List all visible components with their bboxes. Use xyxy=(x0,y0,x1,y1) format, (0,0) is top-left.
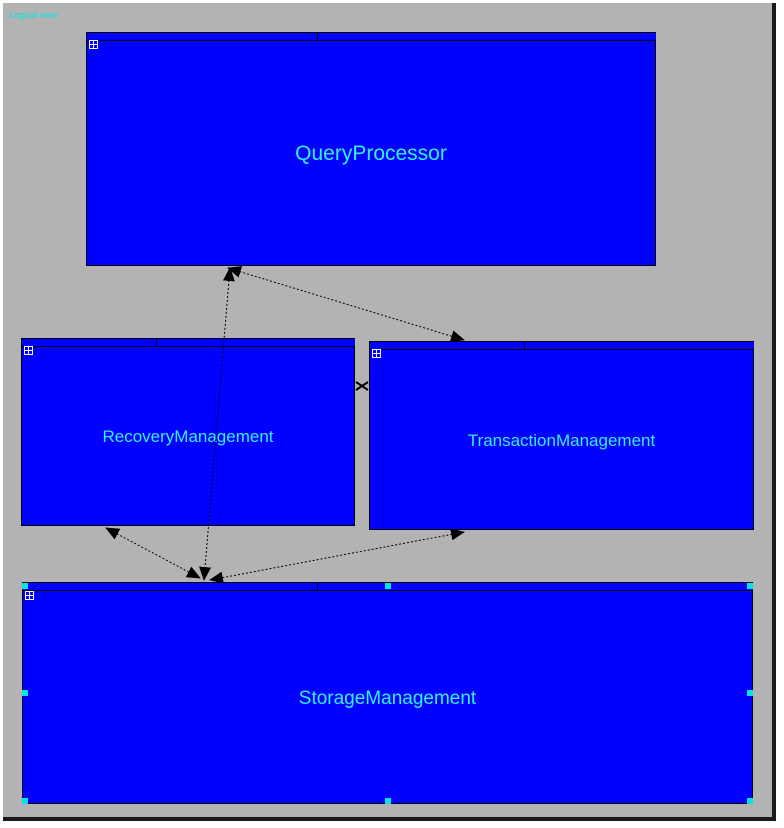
expand-icon[interactable] xyxy=(24,346,33,355)
package-recovery-management[interactable]: RecoveryManagement xyxy=(21,338,355,526)
selection-handle[interactable] xyxy=(22,690,28,696)
package-label: QueryProcessor xyxy=(295,142,447,165)
selection-handle[interactable] xyxy=(22,798,28,804)
arrow-transaction-storage xyxy=(209,528,465,584)
package-label: TransactionManagement xyxy=(467,431,656,450)
selection-handle[interactable] xyxy=(22,583,28,589)
diagram-title: Logical view xyxy=(9,10,59,20)
selection-handle[interactable] xyxy=(385,798,391,804)
selection-handle[interactable] xyxy=(747,690,753,696)
arrow-recovery-transaction xyxy=(355,381,369,391)
selection-handle[interactable] xyxy=(747,583,753,589)
arrow-query-transaction xyxy=(227,266,465,342)
package-transaction-management[interactable]: TransactionManagement xyxy=(369,341,754,530)
arrow-query-storage xyxy=(199,267,235,581)
expand-icon[interactable] xyxy=(89,40,98,49)
package-label: StorageManagement xyxy=(298,688,477,709)
selection-handle[interactable] xyxy=(747,798,753,804)
package-storage-management[interactable]: StorageManagement xyxy=(22,582,753,804)
package-query-processor[interactable]: QueryProcessor xyxy=(86,32,656,266)
selection-handle[interactable] xyxy=(385,583,391,589)
arrow-recovery-storage xyxy=(105,527,201,579)
expand-icon[interactable] xyxy=(25,591,34,600)
expand-icon[interactable] xyxy=(372,349,381,358)
